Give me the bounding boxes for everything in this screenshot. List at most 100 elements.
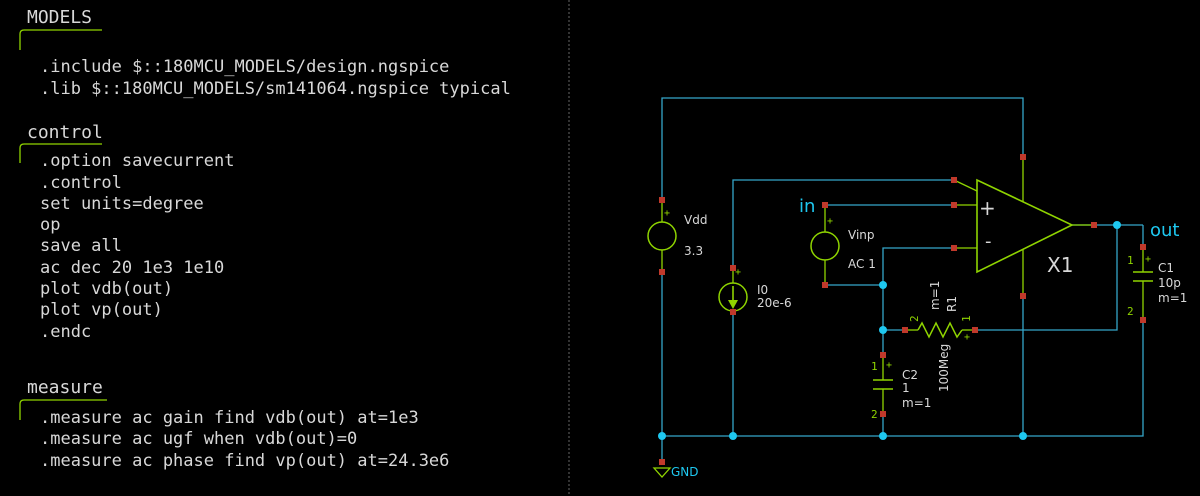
control-title: control	[27, 122, 103, 143]
measure-line-1: .measure ac gain find vdb(out) at=1e3	[40, 408, 419, 428]
measure-line-2: .measure ac ugf when vdb(out)=0	[40, 429, 357, 449]
control-line-7: plot vdb(out)	[40, 279, 173, 299]
pin-c1-bottom	[1140, 317, 1146, 323]
vinp-plus: +	[827, 216, 833, 227]
opamp-name: X1	[1047, 253, 1073, 277]
gnd-label: GND	[671, 465, 699, 479]
control-block[interactable]: control .option savecurrent .control set…	[19, 122, 234, 342]
vdd-source[interactable]: + Vdd 3.3	[647, 200, 707, 272]
measure-title: measure	[27, 377, 103, 398]
pin-opamp-out	[1091, 222, 1097, 228]
wires	[661, 97, 1144, 462]
gnd-icon	[652, 467, 672, 478]
c2-value: 1	[902, 381, 910, 395]
c1-name: C1	[1158, 261, 1174, 275]
node-gnd-i0	[729, 432, 737, 440]
c2-name: C2	[902, 368, 918, 382]
models-line-1: .include $::180MCU_MODELS/design.ngspice	[40, 57, 449, 77]
measure-title-marker	[19, 399, 107, 420]
measure-block[interactable]: measure .measure ac gain find vdb(out) a…	[19, 377, 449, 471]
vinp-name: Vinp	[848, 228, 875, 242]
opamp-minus-label: -	[985, 231, 992, 252]
opamp-plus-label: +	[979, 196, 996, 220]
vdd-plus: +	[664, 208, 670, 219]
pin-i0-bottom	[730, 309, 736, 315]
pin-c2-top	[880, 352, 886, 358]
c1-value: 10p	[1158, 276, 1181, 290]
r1-value: 100Meg	[937, 344, 951, 392]
c1-pin2: 2	[1127, 305, 1134, 318]
pin-vdd-top	[659, 197, 665, 203]
gnd-symbol[interactable]: GND	[652, 465, 699, 479]
vdd-value: 3.3	[684, 244, 703, 258]
c2-pin2: 2	[871, 408, 878, 421]
opamp-x1[interactable]: + - X1	[953, 157, 1094, 296]
c1-plus: +	[1145, 254, 1151, 265]
models-block[interactable]: MODELS .include $::180MCU_MODELS/design.…	[19, 7, 511, 99]
net-label-in[interactable]: in	[799, 196, 815, 217]
wire-bottom-rail	[662, 320, 1144, 437]
wire-top-rail	[661, 97, 1024, 200]
pin-opamp-minus	[951, 245, 957, 251]
r1-pin1: 1	[960, 315, 973, 322]
i0-plus: +	[735, 267, 741, 278]
pin-r1-left	[902, 327, 908, 333]
pin-vdd-bottom	[659, 269, 665, 275]
pin-r1-right	[972, 327, 978, 333]
r1-resistor[interactable]: + 2 1 m=1 R1 100Meg	[905, 281, 975, 392]
control-line-3: set units=degree	[40, 194, 204, 214]
pin-opamp-vdd	[1020, 154, 1026, 160]
junction-nodes	[658, 221, 1121, 440]
r1-name: R1	[945, 296, 959, 312]
node-gnd-c2	[879, 432, 887, 440]
node-minus	[879, 281, 887, 289]
models-title: MODELS	[27, 7, 92, 28]
net-label-out[interactable]: out	[1150, 220, 1179, 241]
pin-opamp-plus	[951, 202, 957, 208]
pin-opamp-fb	[951, 177, 957, 183]
pin-gnd	[659, 459, 665, 465]
models-line-2: .lib $::180MCU_MODELS/sm141064.ngspice t…	[40, 79, 511, 99]
wire-out-feedback	[975, 225, 1118, 331]
control-line-8: plot vp(out)	[40, 300, 163, 320]
vdd-name: Vdd	[684, 213, 707, 227]
i0-name: I0	[757, 283, 768, 297]
i0-source[interactable]: + I0 20e-6	[718, 267, 792, 312]
control-line-2: .control	[40, 173, 122, 193]
control-title-marker	[19, 143, 102, 163]
measure-line-3: .measure ac phase find vp(out) at=24.3e6	[40, 451, 449, 471]
vinp-source[interactable]: + Vinp AC 1	[810, 205, 876, 285]
control-line-5: save all	[40, 236, 122, 256]
pin-vinp-top	[822, 202, 828, 208]
c2-capacitor[interactable]: 1 + 2 C2 1 m=1	[871, 355, 931, 421]
pin-markers	[659, 154, 1146, 465]
r1-plus: +	[964, 332, 970, 343]
r1-pin2: 2	[908, 315, 921, 322]
vinp-value: AC 1	[848, 257, 876, 271]
pin-vinp-bottom	[822, 282, 828, 288]
pin-opamp-vss	[1020, 293, 1026, 299]
wire-plus-feed	[732, 179, 954, 268]
node-gnd-vdd	[658, 432, 666, 440]
wire-minus	[882, 247, 954, 285]
node-gnd-opamp	[1019, 432, 1027, 440]
c1-capacitor[interactable]: 1 + 2 C1 10p m=1	[1127, 247, 1187, 320]
control-line-1: .option savecurrent	[40, 151, 234, 171]
c1-mult: m=1	[1158, 291, 1187, 305]
pin-c1-top	[1140, 244, 1146, 250]
node-r1-c2	[879, 326, 887, 334]
c2-mult: m=1	[902, 396, 931, 410]
node-out	[1113, 221, 1121, 229]
c2-plus: +	[886, 360, 892, 371]
control-line-4: op	[40, 215, 60, 235]
c2-pin1: 1	[871, 360, 878, 373]
pin-c2-bottom	[880, 411, 886, 417]
c1-pin1: 1	[1127, 254, 1134, 267]
i0-value: 20e-6	[757, 296, 792, 310]
control-line-6: ac dec 20 1e3 1e10	[40, 258, 224, 278]
control-line-9: .endc	[40, 322, 91, 342]
pin-i0-top	[730, 265, 736, 271]
r1-mult: m=1	[928, 281, 942, 310]
models-title-marker	[19, 29, 102, 50]
